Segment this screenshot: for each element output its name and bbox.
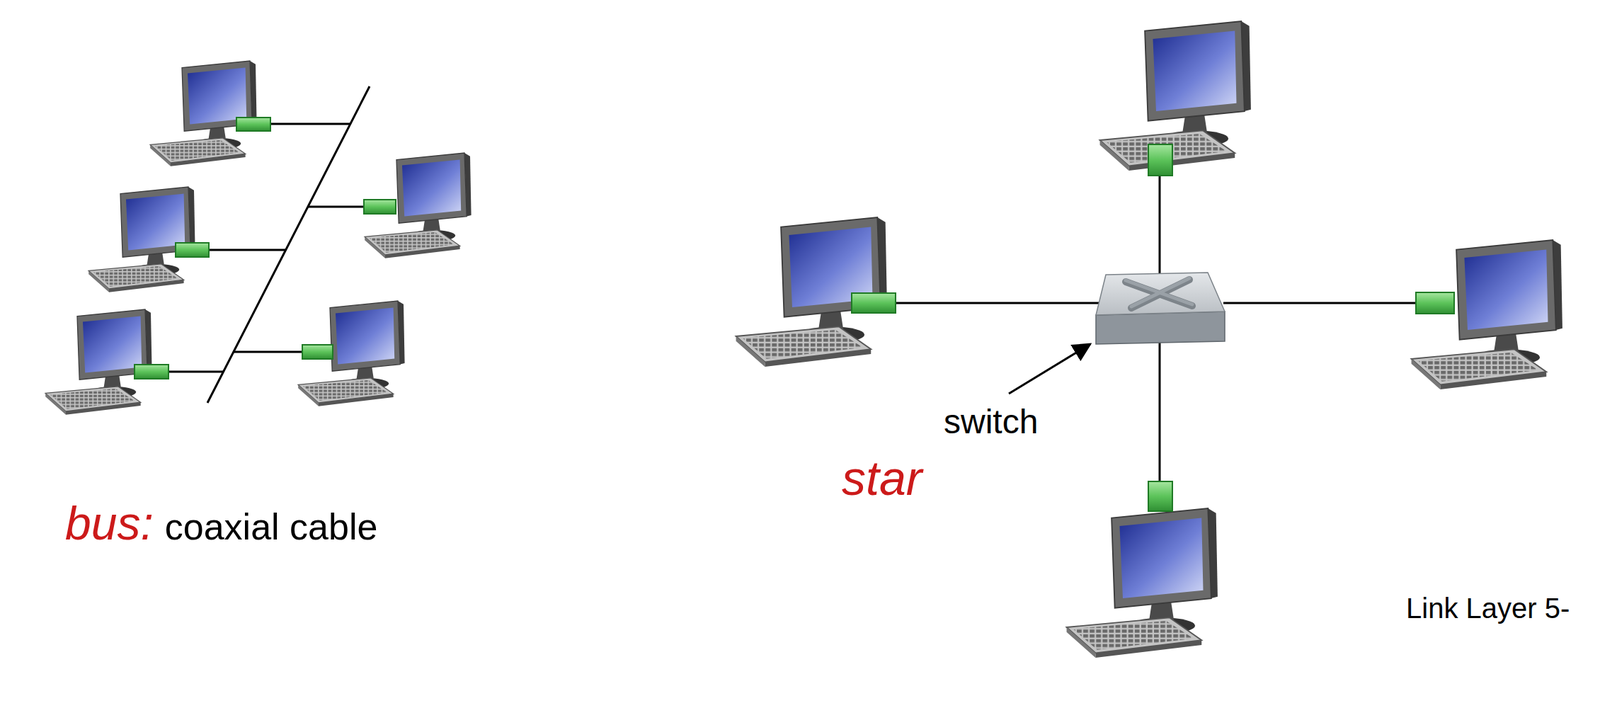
computer bbox=[1411, 240, 1563, 390]
network-adapter bbox=[851, 144, 1455, 512]
computer bbox=[88, 186, 195, 293]
computer bbox=[45, 309, 152, 415]
leader-arrow bbox=[1008, 344, 1091, 394]
topology-name: star bbox=[841, 450, 922, 506]
page-footer: Link Layer 5- bbox=[1406, 591, 1570, 625]
computer bbox=[298, 300, 405, 407]
computer bbox=[736, 217, 888, 367]
star-links bbox=[895, 175, 1416, 482]
part-label: switch bbox=[943, 402, 1038, 442]
switch-box bbox=[1095, 272, 1225, 345]
computer bbox=[150, 60, 257, 167]
topology-name: bus: bbox=[65, 496, 154, 551]
network-adapter bbox=[134, 117, 396, 379]
medium-label: coaxial cable bbox=[164, 506, 379, 549]
computer bbox=[1100, 21, 1251, 171]
computer bbox=[1066, 508, 1218, 658]
